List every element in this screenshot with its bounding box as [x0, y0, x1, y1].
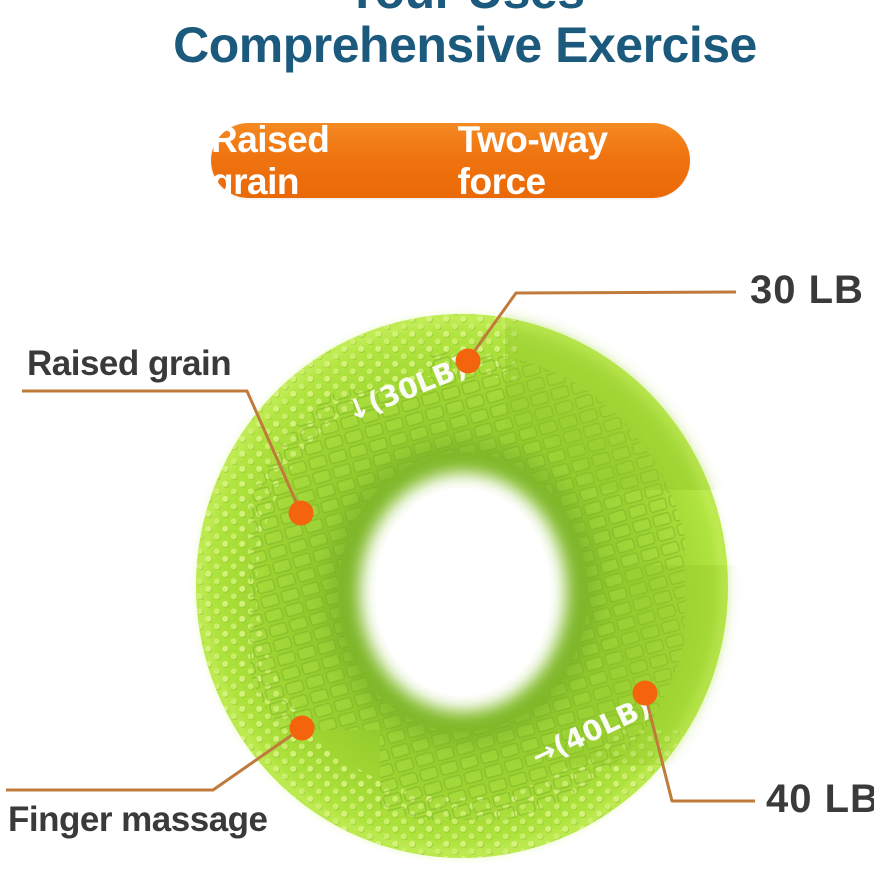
leader-line-30lb [466, 290, 737, 361]
callout-dot-raised-grain [288, 500, 314, 526]
panel-30lb [505, 319, 709, 490]
feature-badge-label-right: Two-way force [457, 118, 609, 202]
callout-label-raised-grain: Raised grain [27, 344, 232, 383]
leader-line-finger-massage [6, 726, 303, 792]
callout-dot-40lb [632, 680, 658, 706]
leader-line-raised-grain [22, 389, 303, 514]
raised-grain-texture [250, 352, 690, 820]
callout-dot-30lb [455, 348, 481, 374]
hole-inner-shadow [329, 442, 597, 742]
callout-dot-finger-massage [289, 715, 315, 741]
title-line-cropped: Your Uses [28, 0, 874, 16]
leader-line-40lb [643, 693, 755, 803]
callout-label-40lb: 40 LB [766, 777, 874, 821]
page-title: Comprehensive Exercise [173, 17, 757, 73]
callout-label-finger-massage: Finger massage [8, 800, 268, 839]
ring-hole [375, 488, 551, 696]
panel-40lb [565, 565, 726, 765]
feature-badge-label-left: Raised grain [211, 118, 330, 202]
callout-label-30lb: 30 LB [750, 268, 864, 312]
feature-badge: Raised grain Two-way force [211, 119, 690, 202]
